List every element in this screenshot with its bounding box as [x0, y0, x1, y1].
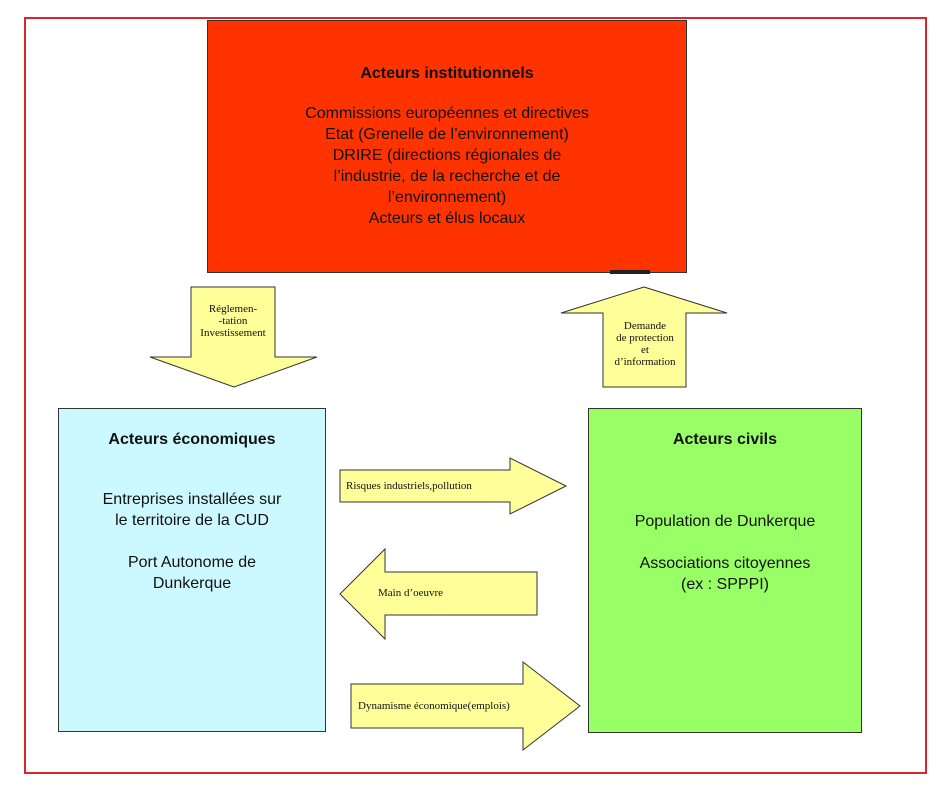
institutional-line: l’environnement) — [387, 189, 507, 206]
institutional-line: DRIRE (directions régionales de — [332, 147, 562, 164]
civil-title: Acteurs civils — [672, 431, 778, 448]
economic-line: le territoire de la CUD — [115, 512, 269, 529]
institutional-line: Etat (Grenelle de l’environnement) — [325, 126, 569, 143]
economic-title: Acteurs économiques — [108, 431, 276, 448]
economic-line: Dunkerque — [152, 575, 232, 592]
economic-actors-box: Acteurs économiques Entreprises installé… — [58, 408, 326, 732]
economic-line: Entreprises installées sur — [102, 491, 282, 508]
right-arrow-risques — [339, 457, 568, 515]
risques-label: Risques industriels,pollution — [346, 480, 472, 492]
institutional-title: Acteurs institutionnels — [360, 65, 534, 82]
civil-line: Associations citoyennes — [639, 555, 811, 572]
civil-line: (ex : SPPPI) — [680, 576, 770, 593]
institutional-line: Acteurs et élus locaux — [368, 210, 526, 227]
arrow-label-line: de protection — [616, 332, 674, 344]
down-arrow — [149, 286, 318, 388]
arrow-label-line: et — [641, 344, 649, 356]
institutional-line: Commissions européennes et directives — [305, 105, 589, 122]
diagram-frame — [24, 17, 927, 774]
arrow-label-line: Demande — [623, 320, 667, 332]
arrow-label-line: -tation — [218, 315, 248, 327]
civil-actors-box: Acteurs civils Population de Dunkerque A… — [588, 408, 862, 733]
demande-label: Demande de protection et d’information — [600, 320, 690, 368]
arrow-label-line: d’information — [614, 356, 676, 368]
institutional-line: l’industrie, de la recherche et de — [333, 168, 561, 185]
reglementation-label: Réglemen- -tation Investissement — [193, 303, 273, 339]
civil-line: Population de Dunkerque — [634, 513, 816, 530]
arrow-label-line: Investissement — [200, 327, 266, 339]
right-arrow-dynamisme — [350, 660, 581, 752]
connector-tab — [610, 270, 650, 274]
up-arrow — [560, 286, 728, 388]
dynamisme-label: Dynamisme économique(emplois) — [358, 700, 510, 712]
left-arrow-main-oeuvre — [339, 547, 538, 641]
main-oeuvre-label: Main d’oeuvre — [378, 587, 444, 599]
institutional-actors-box: Acteurs institutionnels Commissions euro… — [207, 20, 687, 273]
arrow-label-line: Réglemen- — [208, 303, 258, 315]
economic-line: Port Autonome de — [127, 554, 257, 571]
